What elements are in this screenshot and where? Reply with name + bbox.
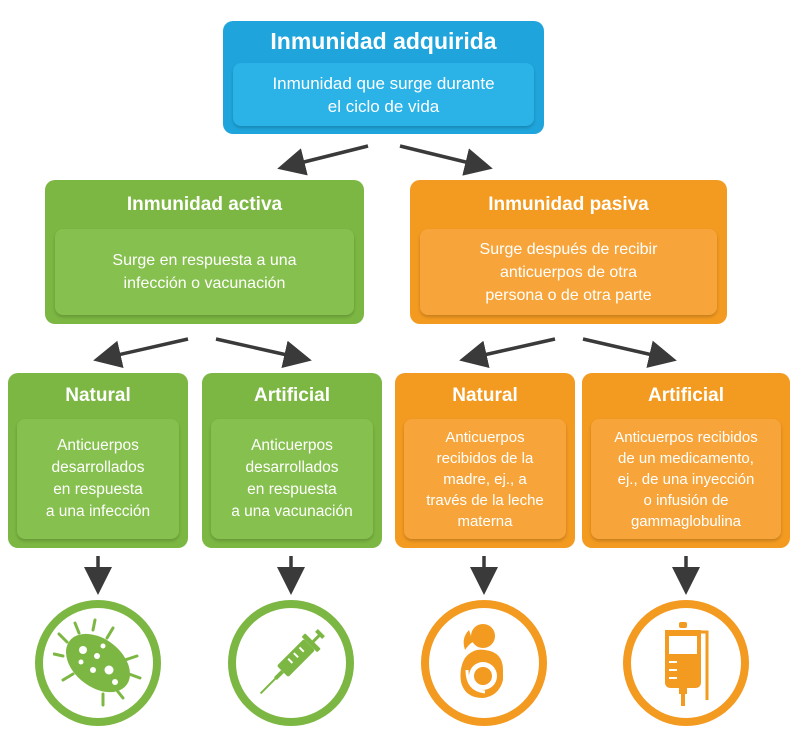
arrow-to-active xyxy=(277,144,369,176)
active-artificial-box: Artificial Anticuerpos desarrollados en … xyxy=(202,373,382,548)
active-immunity-box: Inmunidad activa Surge en respuesta a un… xyxy=(45,180,364,324)
arrow-to-active-natural xyxy=(93,337,189,368)
active-immunity-title: Inmunidad activa xyxy=(126,194,283,215)
passive-immunity-title: Inmunidad pasiva xyxy=(488,194,649,215)
iv-bag-icon xyxy=(623,600,749,726)
passive-artificial-description: Anticuerpos recibidos de un medicamento,… xyxy=(591,419,781,539)
passive-immunity-box: Inmunidad pasiva Surge después de recibi… xyxy=(410,180,727,324)
passive-natural-box: Natural Anticuerpos recibidos de la madr… xyxy=(395,373,575,548)
arrow-to-passive-artificial xyxy=(582,337,677,368)
passive-artificial-box: Artificial Anticuerpos recibidos de un m… xyxy=(582,373,790,548)
acquired-immunity-box: Inmunidad adquirida Inmunidad que surge … xyxy=(223,21,544,134)
passive-immunity-description: Surge después de recibir anticuerpos de … xyxy=(420,229,717,315)
active-immunity-description: Surge en respuesta a una infección o vac… xyxy=(55,229,354,315)
active-artificial-title: Artificial xyxy=(253,385,331,406)
active-natural-description: Anticuerpos desarrollados en respuesta a… xyxy=(17,419,179,539)
active-artificial-description: Anticuerpos desarrollados en respuesta a… xyxy=(211,419,373,539)
bacteria-icon xyxy=(35,600,161,726)
syringe-icon xyxy=(228,600,354,726)
arrow-to-passive-natural xyxy=(459,337,556,369)
active-natural-title: Natural xyxy=(65,385,131,406)
passive-natural-description: Anticuerpos recibidos de la madre, ej., … xyxy=(404,419,566,539)
arrow-to-active-artificial xyxy=(215,337,312,369)
acquired-immunity-description: Inmunidad que surge durante el ciclo de … xyxy=(233,63,534,126)
acquired-immunity-title: Inmunidad adquirida xyxy=(270,28,497,54)
arrow-to-passive xyxy=(399,144,493,176)
passive-natural-title: Natural xyxy=(452,385,518,406)
breastfeeding-icon xyxy=(421,600,547,726)
active-natural-box: Natural Anticuerpos desarrollados en res… xyxy=(8,373,188,548)
passive-artificial-title: Artificial xyxy=(647,385,725,406)
